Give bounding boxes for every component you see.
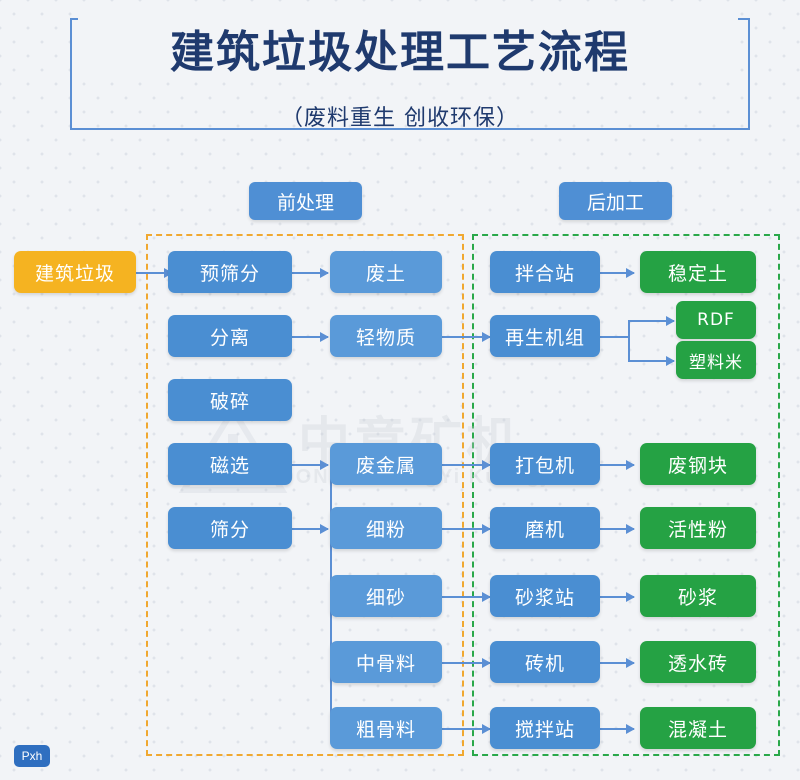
node-material-fine-powder[interactable]: 细粉 [330, 507, 442, 549]
node-pre-magnetic-separation[interactable]: 磁选 [168, 443, 292, 485]
arrow-input-to-prescreen [136, 268, 173, 278]
arrow-coarse-aggregate-to-mixing [442, 724, 491, 734]
node-product-stabilized-soil[interactable]: 稳定土 [640, 251, 756, 293]
arrow-light-to-regen-unit [442, 332, 491, 342]
group-header-pre: 前处理 [249, 182, 362, 220]
node-product-concrete[interactable]: 混凝土 [640, 707, 756, 749]
pre-process-frame [146, 234, 464, 756]
page-title: 建筑垃圾处理工艺流程 [170, 27, 630, 78]
node-equipment-regeneration-unit[interactable]: 再生机组 [490, 315, 600, 357]
node-pre-crush[interactable]: 破碎 [168, 379, 292, 421]
node-product-permeable-brick[interactable]: 透水砖 [640, 641, 756, 683]
node-product-plastic-pellet[interactable]: 塑料米 [676, 341, 756, 379]
node-equipment-mixing-station[interactable]: 搅拌站 [490, 707, 600, 749]
node-product-mortar[interactable]: 砂浆 [640, 575, 756, 617]
node-material-fine-sand[interactable]: 细砂 [330, 575, 442, 617]
page-subtitle: （废料重生 创收环保） [281, 106, 519, 131]
title-frame-mask [78, 10, 738, 72]
node-input-construction-waste[interactable]: 建筑垃圾 [14, 251, 136, 293]
arrow-regen-to-rdf [628, 316, 675, 326]
node-pre-screening[interactable]: 筛分 [168, 507, 292, 549]
arrow-screen-to-fine-powder [292, 524, 329, 534]
arrow-baler-to-steel-block [600, 460, 635, 470]
node-material-coarse-aggregate[interactable]: 粗骨料 [330, 707, 442, 749]
node-material-waste-soil[interactable]: 废土 [330, 251, 442, 293]
corner-badge: Pxh [14, 745, 50, 767]
arrow-separate-to-light [292, 332, 329, 342]
header: 建筑垃圾处理工艺流程 （废料重生 创收环保） [0, 0, 800, 150]
node-product-active-powder[interactable]: 活性粉 [640, 507, 756, 549]
arrow-brick-to-permeable-brick [600, 658, 635, 668]
post-process-frame [472, 234, 780, 756]
node-equipment-mixing-plant[interactable]: 拌合站 [490, 251, 600, 293]
node-equipment-baler[interactable]: 打包机 [490, 443, 600, 485]
arrow-scrap-to-baler [442, 460, 491, 470]
group-header-post: 后加工 [559, 182, 672, 220]
arrow-sand-to-mortar-station [442, 592, 491, 602]
arrow-mortar-station-to-mortar [600, 592, 635, 602]
arrow-magnetic-to-scrap-metal [292, 460, 329, 470]
arrow-prescreen-to-waste-soil [292, 268, 329, 278]
arrow-mixing-station-to-concrete [600, 724, 635, 734]
node-equipment-grinding-mill[interactable]: 磨机 [490, 507, 600, 549]
node-material-scrap-metal[interactable]: 废金属 [330, 443, 442, 485]
node-pre-prescreen[interactable]: 预筛分 [168, 251, 292, 293]
node-equipment-mortar-station[interactable]: 砂浆站 [490, 575, 600, 617]
line-regen-out [600, 336, 628, 338]
node-product-rdf[interactable]: RDF [676, 301, 756, 339]
node-material-light-substance[interactable]: 轻物质 [330, 315, 442, 357]
node-equipment-brick-machine[interactable]: 砖机 [490, 641, 600, 683]
arrow-powder-to-mill [442, 524, 491, 534]
line-regen-split [628, 320, 630, 362]
arrow-regen-to-plastic-pellet [628, 356, 675, 366]
arrow-mixing-to-stabilized-soil [600, 268, 635, 278]
arrow-medium-aggregate-to-brick [442, 658, 491, 668]
node-pre-separate[interactable]: 分离 [168, 315, 292, 357]
node-material-medium-aggregate[interactable]: 中骨料 [330, 641, 442, 683]
node-product-steel-block[interactable]: 废钢块 [640, 443, 756, 485]
arrow-mill-to-active-powder [600, 524, 635, 534]
